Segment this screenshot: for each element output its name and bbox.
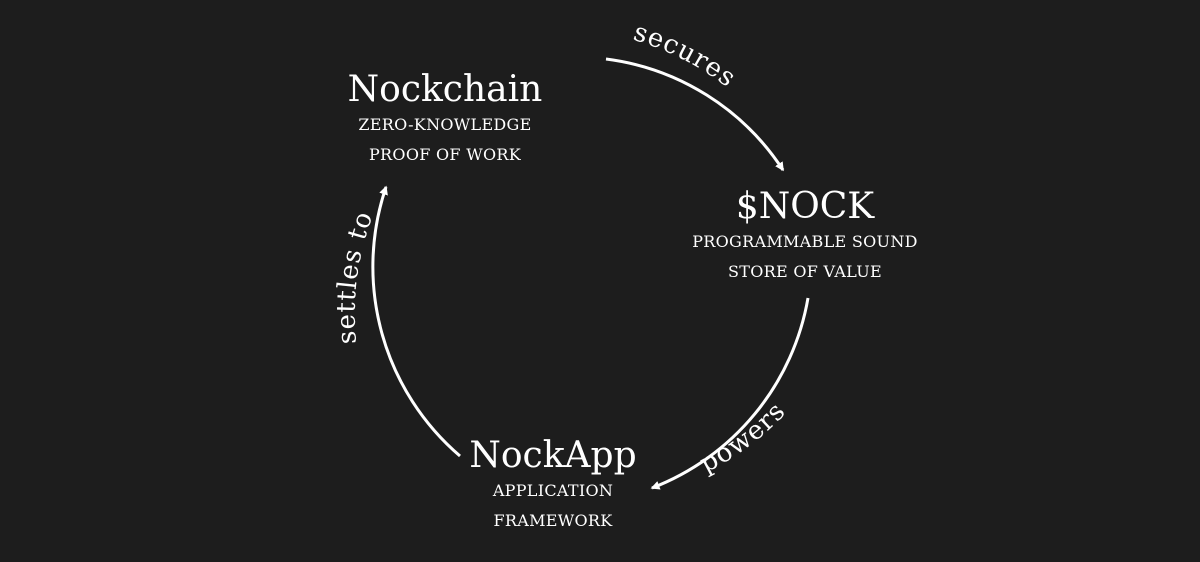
node-nock: $NOCK PROGRAMMABLE SOUND STORE OF VALUE <box>655 187 955 287</box>
node-nock-subtitle-line1: PROGRAMMABLE SOUND <box>692 232 918 251</box>
node-nockchain-subtitle-line1: ZERO-KNOWLEDGE <box>358 115 532 134</box>
arrow-secures <box>605 57 785 172</box>
node-nock-subtitle-line2: STORE OF VALUE <box>727 262 882 281</box>
node-nockchain-title: Nockchain <box>347 69 543 110</box>
node-nockapp-title: NockApp <box>469 435 637 476</box>
arrow-settles-to <box>371 185 461 458</box>
node-nock-title: $NOCK <box>735 186 875 227</box>
node-nockapp-subtitle-line2: FRAMEWORK <box>493 511 613 530</box>
edge-label-powers: powers <box>695 396 792 479</box>
node-nockchain-subtitle-line2: PROOF OF WORK <box>368 145 521 164</box>
node-nockchain: Nockchain ZERO-KNOWLEDGE PROOF OF WORK <box>325 70 565 170</box>
node-nockapp-subtitle-line1: APPLICATION <box>492 481 614 500</box>
arrow-powers <box>650 297 810 490</box>
node-nockapp: NockApp APPLICATION FRAMEWORK <box>423 436 683 536</box>
edge-label-powers-text: powers <box>695 396 791 479</box>
